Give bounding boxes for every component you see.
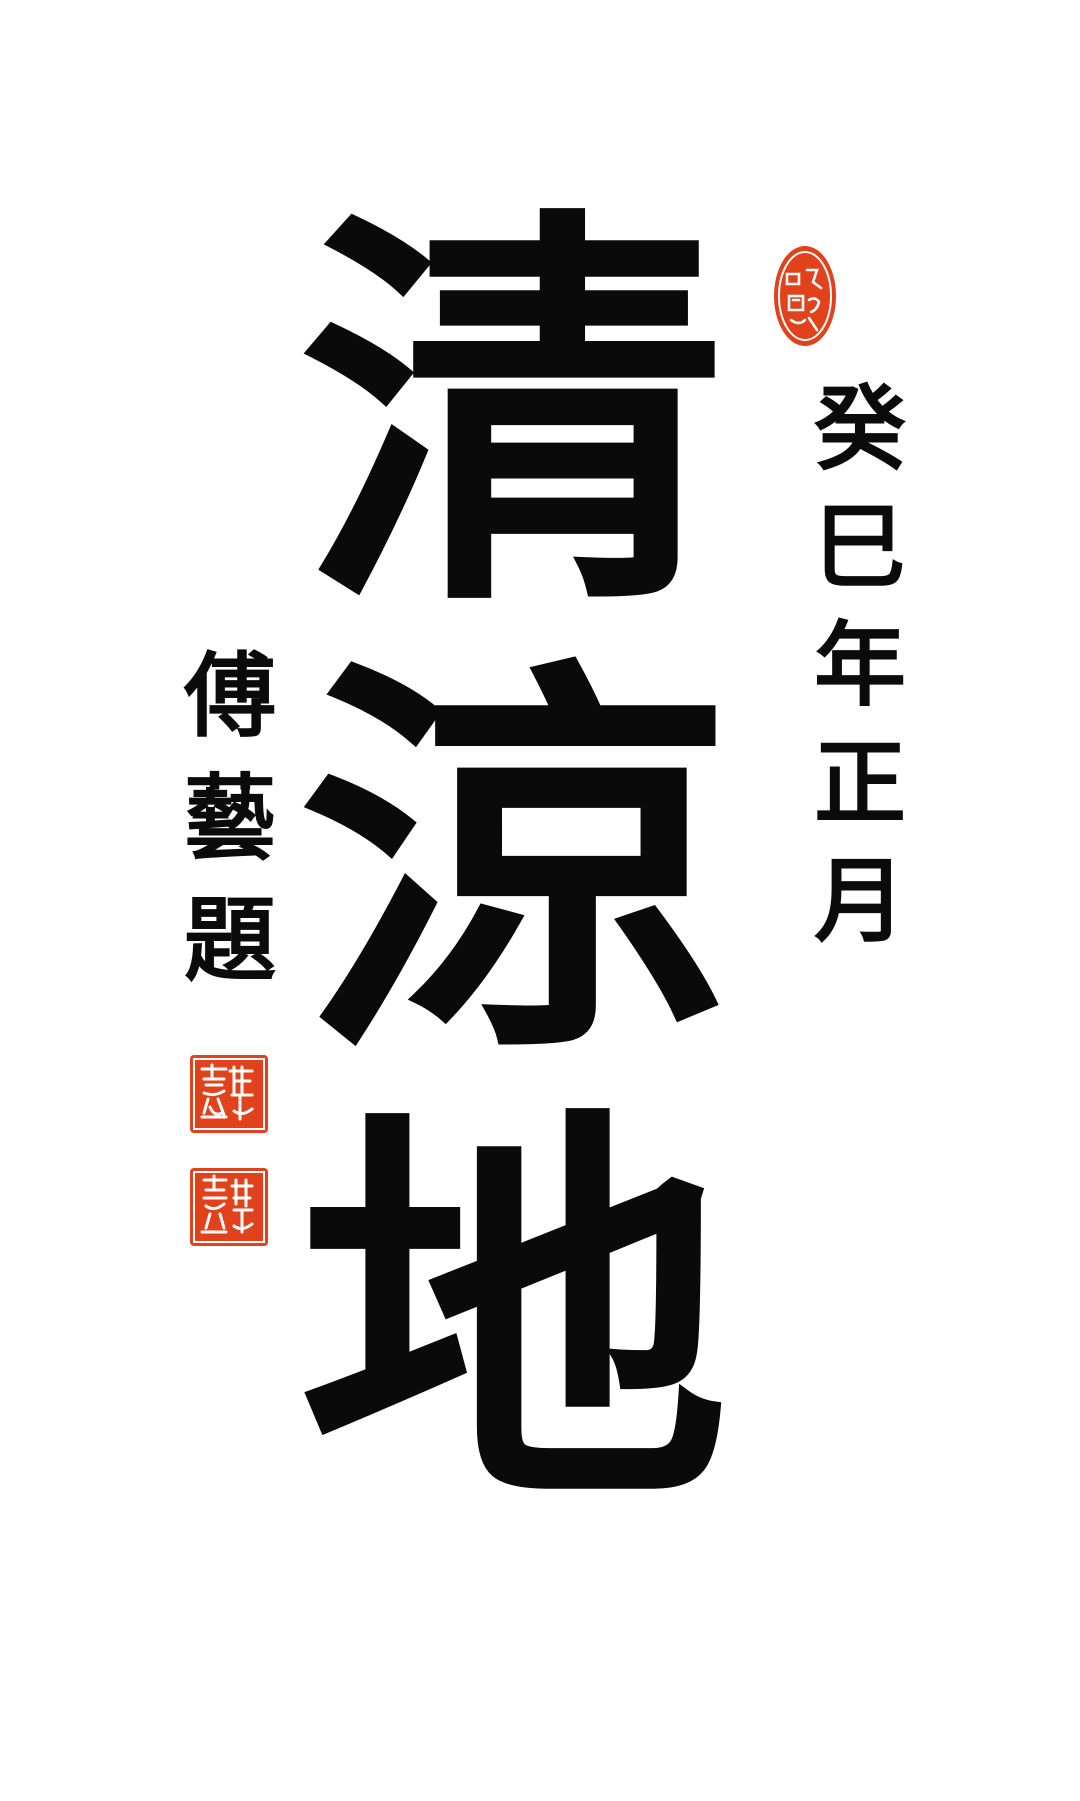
main-char-2: 涼 [298,624,729,1106]
seal-square-icon [190,1055,268,1133]
main-char-1: 清 [298,174,729,656]
date-char-5: 月 [813,847,906,955]
signature-char-2: 藝 [183,764,276,872]
main-char-3: 地 [298,1074,729,1556]
date-char-3: 年 [813,611,906,719]
seal-oval-icon [773,244,837,348]
date-char-1: 癸 [813,375,906,483]
date-inscription: 癸 巳 年 正 月 [805,370,915,960]
signature-char-1: 傅 [183,642,276,750]
seal-square-icon [190,1168,268,1246]
main-title: 清 涼 地 [290,190,730,1590]
date-char-4: 正 [813,729,906,837]
signature-char-3: 題 [183,886,276,994]
signature-inscription: 傅 藝 題 [175,635,285,1001]
date-char-2: 巳 [813,493,906,601]
